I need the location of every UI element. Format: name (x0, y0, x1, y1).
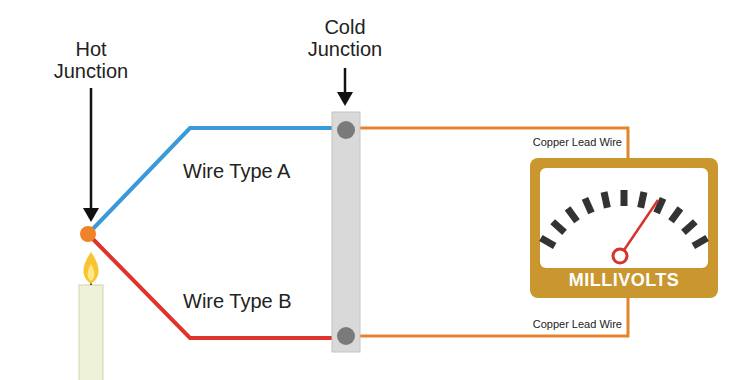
dial-tick (621, 190, 628, 206)
dial-tick (568, 208, 577, 221)
dial-tick (671, 208, 680, 221)
part-label: Wire Type A (183, 160, 290, 182)
dial-tick (604, 192, 607, 208)
millivolt-meter: MILLIVOLTS (530, 158, 718, 298)
candle-body (79, 285, 103, 380)
candle-flame (83, 252, 98, 284)
leader-line (90, 88, 93, 212)
dial-face (540, 168, 708, 268)
part-label: Wire Type B (183, 290, 292, 312)
dial-tick (553, 222, 565, 233)
meter-face (530, 158, 718, 270)
wire-a (88, 128, 345, 234)
copper-lead-bottom (345, 296, 628, 336)
dial-tick (541, 238, 555, 246)
needle-pivot (613, 249, 627, 263)
part-label: Cold Junction (295, 16, 395, 60)
wire-b (88, 234, 345, 338)
arrow-head (83, 208, 99, 222)
wire-label: Copper Lead Wire (533, 136, 622, 149)
flame-core (88, 264, 95, 281)
terminal-screw (337, 121, 355, 139)
terminal-screw (337, 327, 355, 345)
meter-needle (620, 200, 658, 256)
leader-line (344, 68, 347, 95)
dial-tick (683, 222, 695, 233)
part-label: Hot Junction (41, 38, 141, 82)
hot-junction-dot (80, 226, 96, 242)
wire-label: Copper Lead Wire (533, 318, 622, 331)
arrow-head (337, 92, 353, 106)
dial-tick (641, 192, 644, 208)
meter-label: MILLIVOLTS (530, 270, 718, 291)
copper-lead-top (345, 128, 628, 160)
dial-tick (693, 238, 707, 246)
dial-tick (585, 198, 592, 213)
terminal-block (332, 112, 360, 352)
